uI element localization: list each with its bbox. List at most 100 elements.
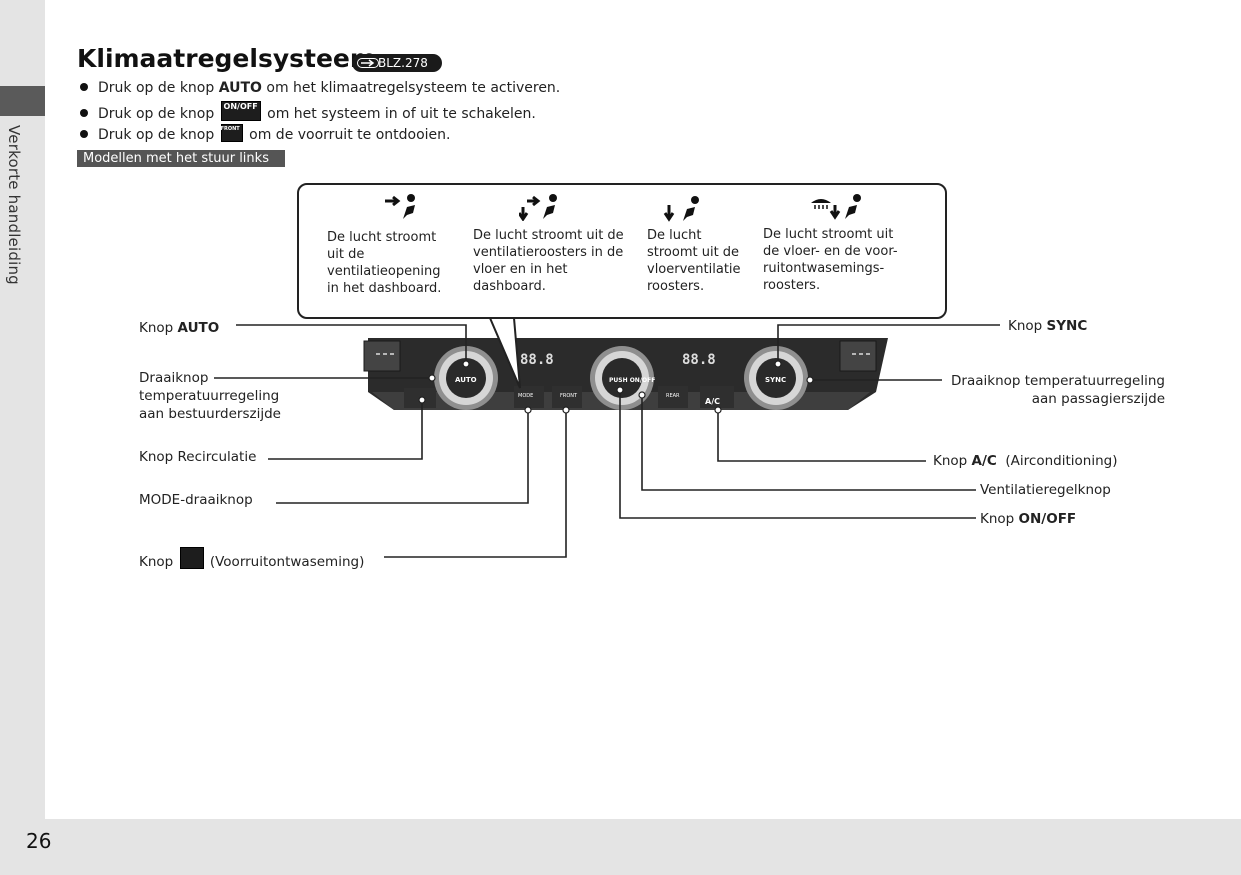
- label-text: Knop: [139, 320, 178, 336]
- ac-button-label: A/C: [705, 397, 720, 406]
- on-off-button-icon: ON/OFF: [220, 101, 261, 121]
- icon-label: ON/OFF: [223, 102, 258, 111]
- label-text: temperatuurregeling: [139, 388, 280, 404]
- label-text: aan bestuurderszijde: [139, 406, 281, 422]
- mode-text-line: De lucht: [647, 228, 702, 243]
- leader-mode: [276, 410, 529, 504]
- label-bold-text: A/C: [971, 453, 997, 469]
- fan-control-knob: PUSH ON/OFF: [590, 346, 655, 410]
- leader-ac: [717, 410, 926, 462]
- label-on-off-button: Knop ON/OFF: [980, 510, 1076, 528]
- mode-text-line: De lucht stroomt uit de: [473, 228, 624, 243]
- instruction-on-off: Druk op de knop ON/OFF om het systeem in…: [80, 101, 536, 122]
- auto-knob-label: AUTO: [455, 376, 477, 384]
- bullet-text: om de voorruit te ontdooien.: [244, 127, 451, 143]
- climate-control-panel: [368, 338, 888, 410]
- mode-text-line: vloer en in het: [473, 262, 568, 277]
- driver-temperature-knob: AUTO: [434, 346, 498, 410]
- label-passenger-temp-knob: Draaiknop temperatuurregeling aan passag…: [951, 372, 1165, 408]
- mode-text-line: de vloer- en de voor-: [763, 244, 898, 259]
- mode-text-line: ventilatieroosters in de: [473, 245, 624, 260]
- label-text: Draaiknop temperatuurregeling: [951, 373, 1165, 389]
- ac-button: [700, 386, 734, 408]
- rear-button-label: REAR: [666, 393, 680, 399]
- mode-text-line: uit de: [327, 247, 365, 262]
- passenger-seat-heater-button: [839, 340, 877, 372]
- label-text: (Voorruitontwaseming): [209, 554, 365, 570]
- label-text: Knop: [980, 511, 1019, 527]
- recirculation-button: [404, 388, 436, 408]
- mode-text-line: stroomt uit de: [647, 245, 740, 260]
- mode-button-label: MODE: [518, 393, 533, 399]
- label-text: Draaiknop: [139, 370, 209, 386]
- page-reference-text: BLZ.278: [378, 56, 428, 70]
- leader-sync: [777, 324, 1000, 362]
- instruction-auto: Druk op de knop AUTO om het klimaatregel…: [80, 80, 560, 96]
- mode-text-line: in het dashboard.: [327, 281, 442, 296]
- label-text: Knop: [1008, 318, 1047, 334]
- label-defrost-button: Knop (Voorruitontwaseming): [139, 547, 364, 571]
- label-bold-text: ON/OFF: [1018, 511, 1077, 527]
- bullet-dot-icon: [80, 83, 88, 91]
- floor-and-defrost-mode-icon: [811, 194, 861, 220]
- mode-text-line: De lucht stroomt uit: [763, 227, 894, 242]
- label-ac-button: Knop A/C (Airconditioning): [933, 452, 1117, 470]
- arrow-right-icon: [357, 58, 379, 68]
- footer-strip: [0, 819, 1241, 875]
- front-button-label: FRONT: [560, 393, 578, 399]
- mode-button: [514, 386, 544, 408]
- section-label: Verkorte handleiding: [5, 125, 23, 285]
- front-defrost-button-icon: [179, 547, 204, 569]
- sync-knob-label: SYNC: [765, 376, 786, 384]
- model-banner: Modellen met het stuur links: [77, 150, 285, 167]
- bullet-text: om het systeem in of uit te schakelen.: [262, 106, 536, 122]
- page-reference-link[interactable]: BLZ.278: [352, 54, 442, 72]
- airflow-modes-callout: De lucht stroomt uit de ventilatieopenin…: [297, 183, 947, 319]
- label-text: (Airconditioning): [996, 453, 1118, 469]
- rear-defrost-button: [658, 386, 688, 408]
- label-fan-knob: Ventilatieregelknop: [980, 482, 1111, 498]
- mode-text-line: roosters.: [763, 278, 821, 293]
- mode-text-line: ventilatieopening: [327, 264, 441, 279]
- page-number: 26: [26, 829, 52, 853]
- floor-mode-icon: [663, 196, 699, 222]
- leader-recirc: [268, 400, 423, 460]
- svg-text:88.8: 88.8: [520, 352, 554, 368]
- mode-text-floor-dashboard: De lucht stroomt uit de ventilatierooste…: [473, 227, 624, 295]
- mode-text-line: dashboard.: [473, 279, 546, 294]
- mode-text-floor-defrost: De lucht stroomt uit de vloer- en de voo…: [763, 226, 898, 294]
- label-mode-dial: MODE-draaiknop: [139, 492, 253, 508]
- floor-and-dashboard-mode-icon: [519, 194, 557, 221]
- bullet-text: om het klimaatregelsysteem te activeren.: [261, 80, 561, 96]
- label-bold-text: SYNC: [1046, 318, 1088, 334]
- label-sync-button: Knop SYNC: [1008, 317, 1087, 335]
- svg-text:88.8: 88.8: [682, 352, 716, 368]
- icon-label: FRONT: [220, 126, 240, 132]
- mode-text-line: De lucht stroomt: [327, 230, 437, 245]
- mode-text-floor: De lucht stroomt uit de vloerventilatie …: [647, 227, 741, 295]
- leader-auto: [236, 324, 467, 362]
- bullet-text: Druk op de knop: [98, 106, 219, 122]
- passenger-temperature-knob: SYNC: [744, 346, 808, 410]
- page-title: Klimaatregelsysteem: [77, 44, 376, 73]
- label-text: Knop: [139, 554, 174, 570]
- mode-text-dashboard: De lucht stroomt uit de ventilatieopenin…: [327, 229, 441, 297]
- mode-text-line: ruitontwasemings-: [763, 261, 885, 276]
- bullet-text: Druk op de knop: [98, 127, 219, 143]
- leader-fan: [641, 395, 976, 491]
- section-tab-marker: [0, 86, 45, 116]
- bullet-dot-icon: [80, 109, 88, 117]
- side-strip: [0, 0, 45, 875]
- label-recirculation: Knop Recirculatie: [139, 449, 257, 465]
- label-text: aan passagierszijde: [1031, 391, 1165, 407]
- dashboard-vent-mode-icon: [385, 194, 415, 219]
- label-bold-text: AUTO: [177, 320, 220, 336]
- bullet-dot-icon: [80, 130, 88, 138]
- center-knob-label: PUSH ON/OFF: [609, 377, 655, 384]
- driver-seat-heater-button: [363, 340, 401, 372]
- mode-text-line: vloerventilatie: [647, 262, 741, 277]
- bullet-text: Druk op de knop: [98, 80, 219, 96]
- label-driver-temp-knob: Draaiknop temperatuurregeling aan bestuu…: [139, 369, 281, 423]
- bullet-bold-text: AUTO: [218, 80, 262, 96]
- front-defrost-button: [552, 386, 582, 408]
